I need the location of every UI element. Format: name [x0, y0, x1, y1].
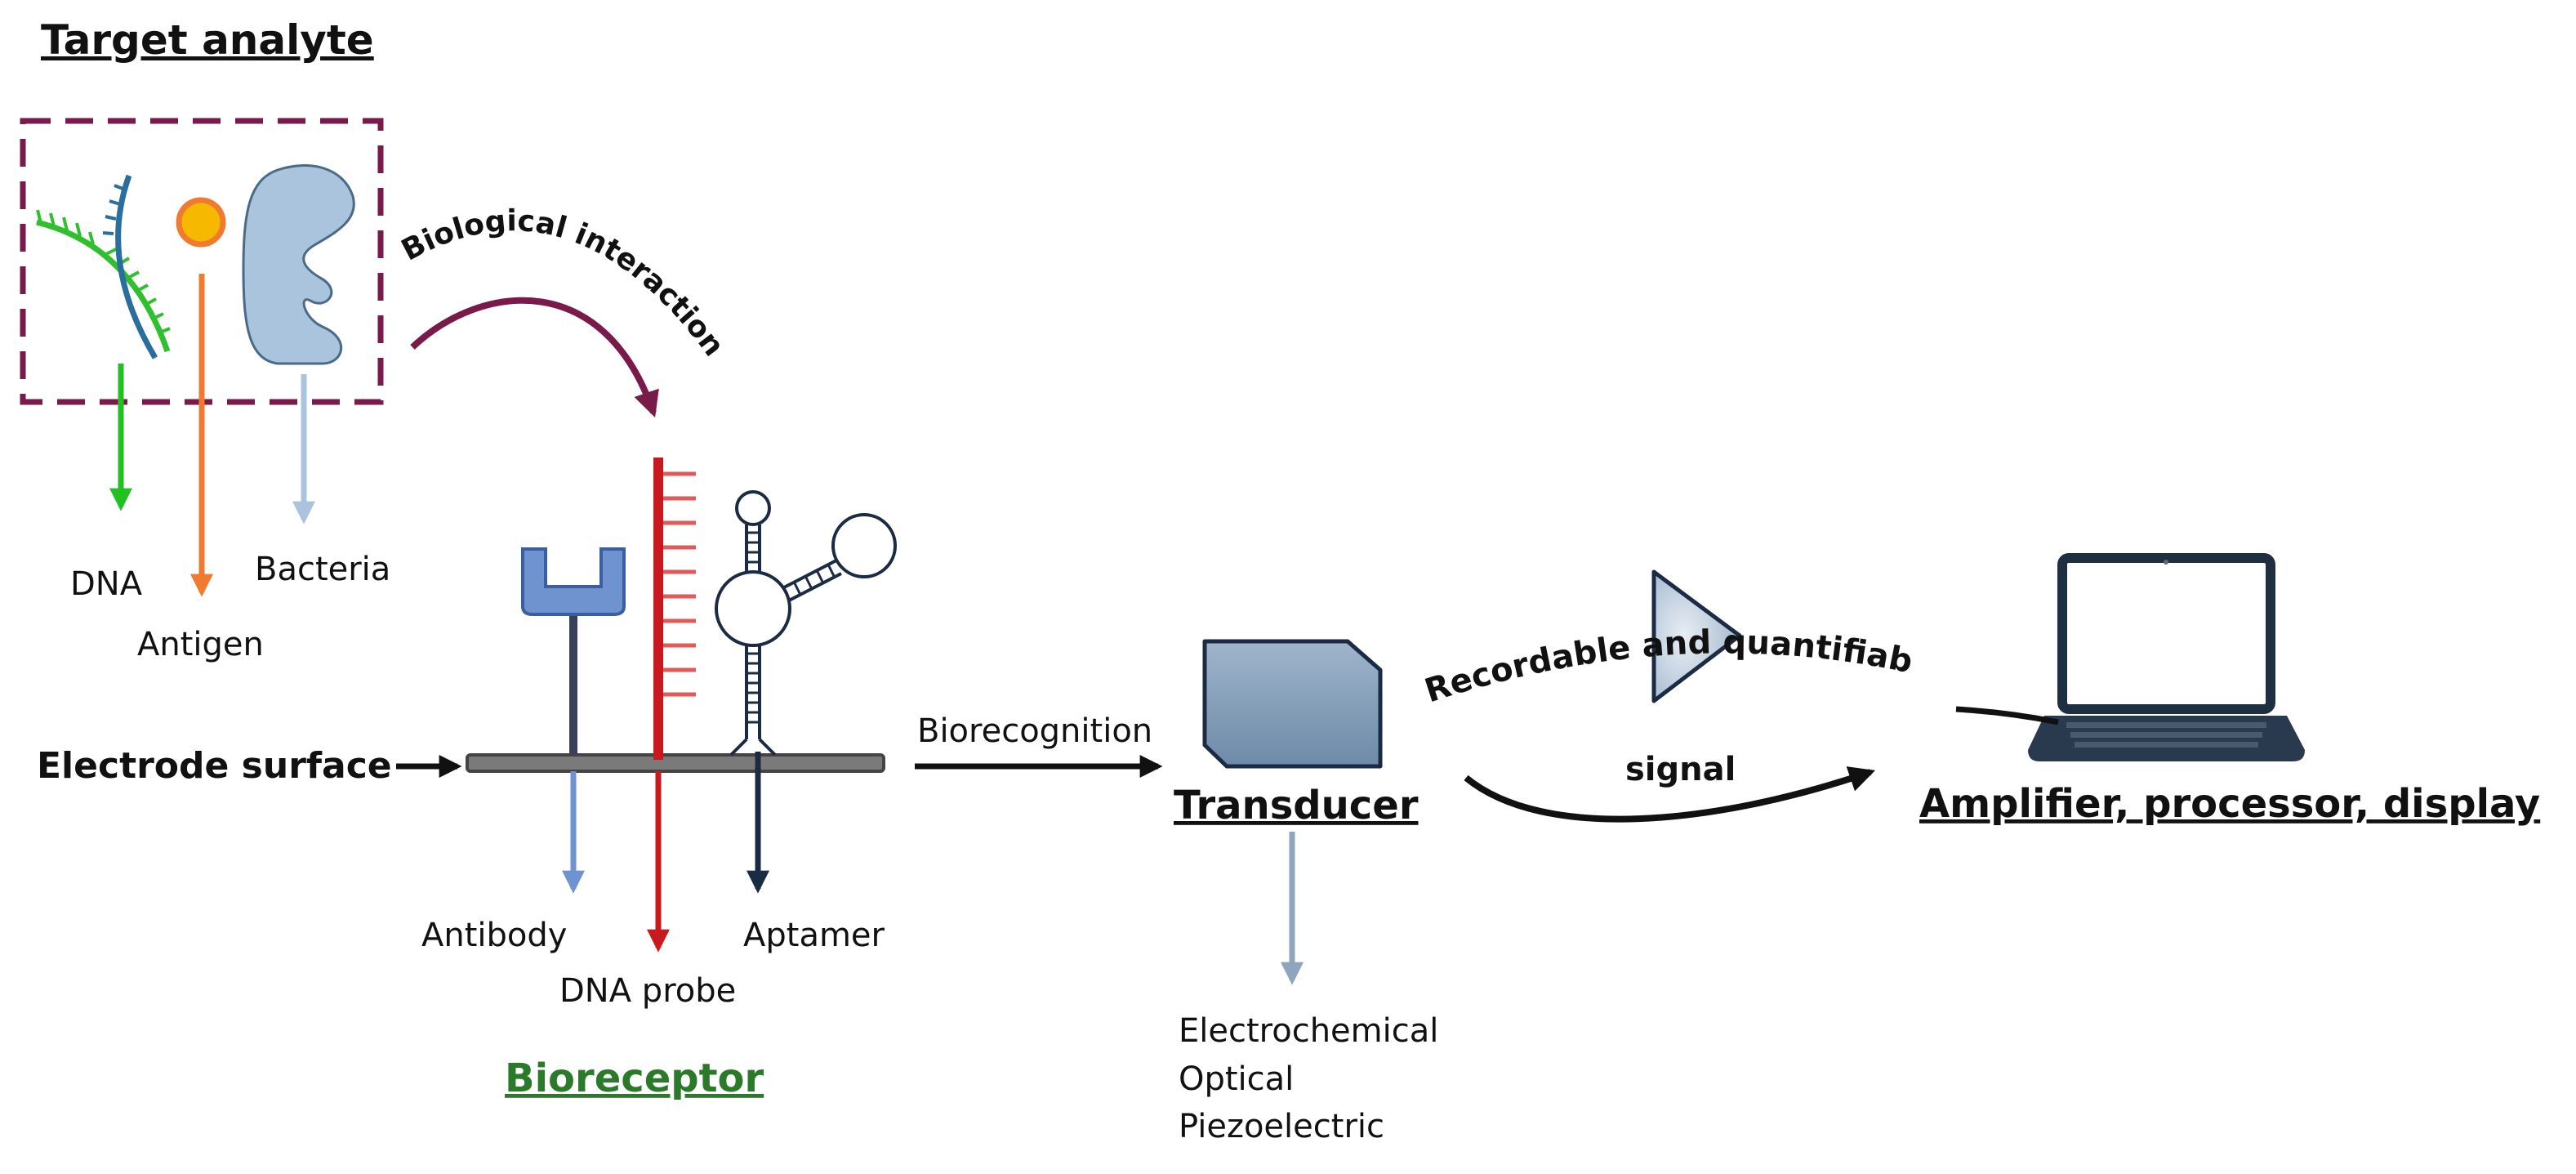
bacteria-label: Bacteria: [255, 551, 390, 588]
amplifier-triangle-icon: [1651, 569, 1742, 703]
signal-label-line2: signal: [1625, 751, 1736, 788]
biorecognition-label: Biorecognition: [917, 712, 1152, 750]
transducer-type-optical: Optical: [1179, 1060, 1294, 1098]
dna-probe-label: DNA probe: [559, 972, 736, 1010]
antigen-icon: [176, 197, 226, 248]
target-analyte-title: Target analyte: [41, 16, 374, 64]
aptamer-label: Aptamer: [743, 917, 885, 954]
antibody-label: Antibody: [421, 917, 567, 954]
biological-interaction-label: Biological interaction: [396, 204, 730, 363]
dna-label: DNA: [70, 565, 143, 603]
antigen-label: Antigen: [137, 626, 264, 663]
dna-probe-icon: [653, 458, 696, 760]
signal-arrow: [1464, 766, 1876, 823]
electrode-surface-label: Electrode surface: [37, 745, 392, 787]
bacteria-icon: [242, 164, 355, 365]
biological-interaction-arrow: [410, 297, 659, 418]
electrode-surface: [466, 753, 885, 773]
transducer-type-piezoelectric: Piezoelectric: [1179, 1108, 1384, 1145]
amplifier-processor-display-title: Amplifier, processor, display: [1919, 781, 2540, 827]
dna-icon: [36, 174, 171, 359]
antibody-icon: [521, 547, 626, 756]
transducer-title: Transducer: [1174, 783, 1419, 828]
transducer-type-electrochemical: Electrochemical: [1179, 1012, 1438, 1050]
laptop-icon: [1955, 553, 2305, 761]
aptamer-icon: [715, 490, 897, 757]
transducer-icon: [1202, 639, 1383, 769]
bioreceptor-title: Bioreceptor: [505, 1056, 764, 1101]
